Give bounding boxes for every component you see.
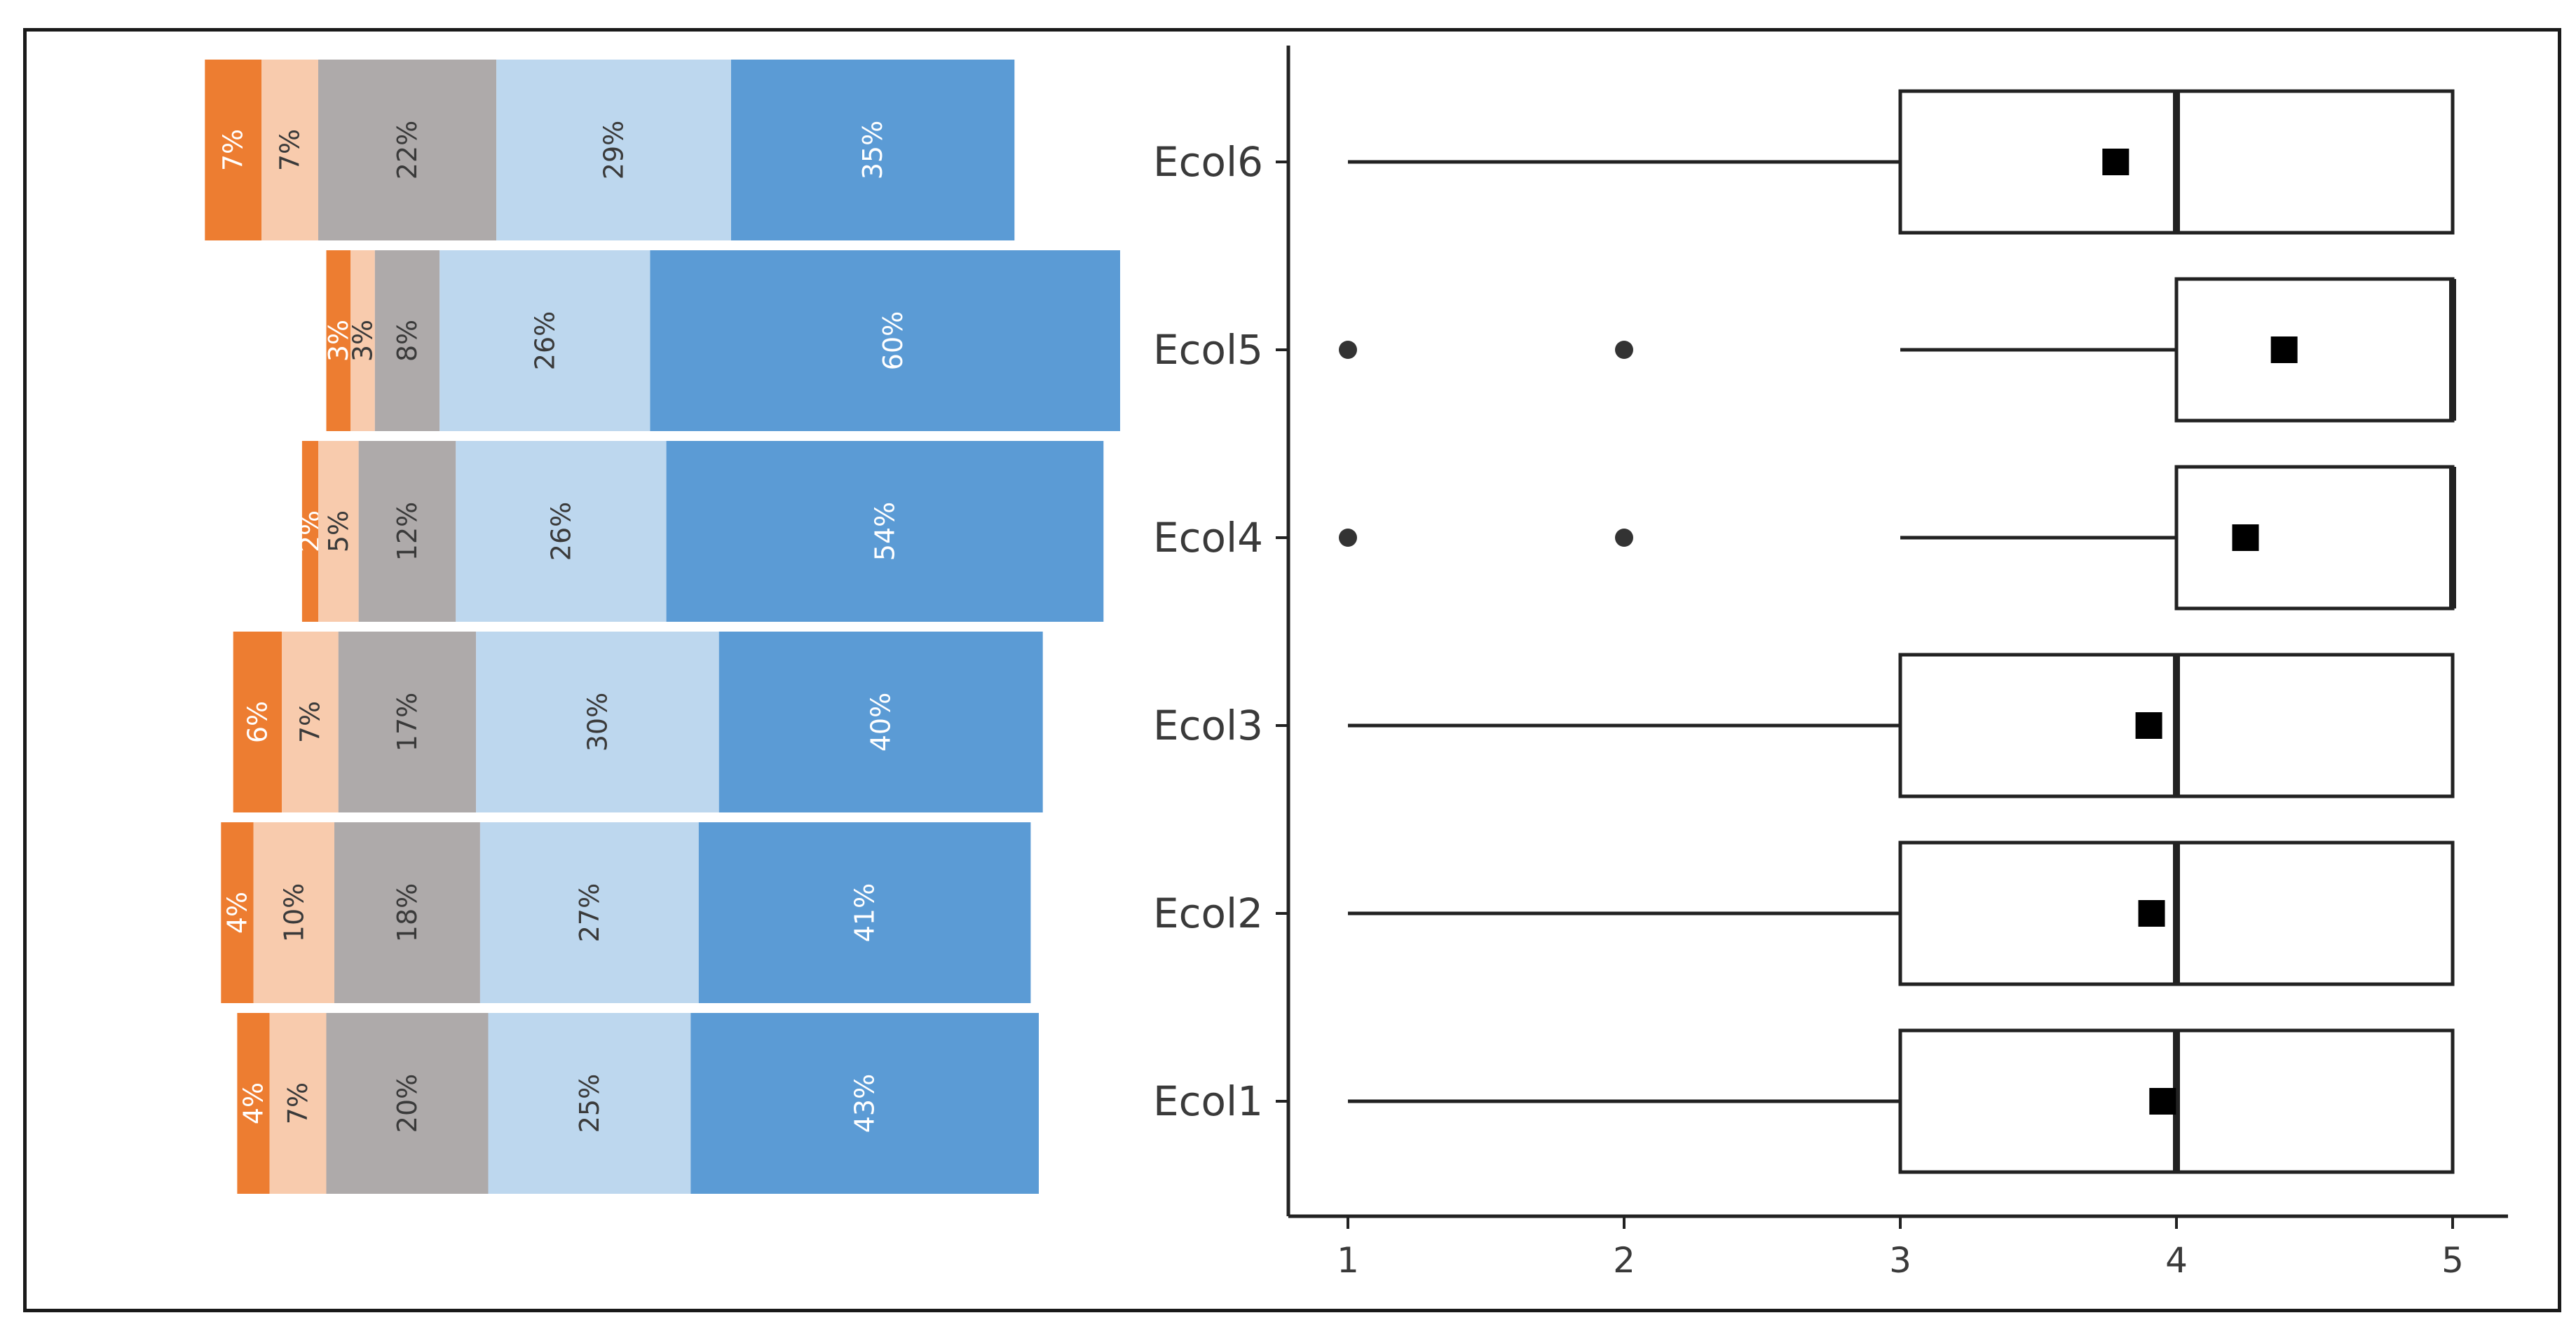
bar-data-label: 7%: [294, 701, 325, 743]
bar-data-label: 54%: [870, 502, 901, 561]
bar-data-label: 27%: [574, 883, 605, 942]
likert-stacked-bar-chart: 7%7%22%29%35%3%3%8%26%60%2%5%12%26%54%6%…: [205, 60, 1120, 1194]
bar-segment: [496, 60, 732, 240]
bar-segment: [350, 250, 375, 431]
bar-row-ecol4: 2%5%12%26%54%: [294, 441, 1104, 622]
mean-marker: [2138, 900, 2165, 927]
box-ecol3: Ecol3: [1153, 653, 2455, 798]
bar-data-label: 26%: [546, 502, 577, 561]
bar-segment: [698, 822, 1031, 1003]
bar-data-label: 5%: [323, 510, 354, 552]
bar-segment: [358, 441, 456, 622]
y-tick-label: Ecol6: [1153, 138, 1263, 186]
bar-data-label: 7%: [282, 1082, 313, 1124]
bar-data-label: 4%: [222, 892, 252, 934]
bar-segment: [269, 1013, 327, 1194]
bar-data-label: 17%: [392, 693, 423, 751]
bar-segment: [690, 1013, 1039, 1194]
bar-segment: [338, 632, 477, 812]
bar-row-ecol6: 7% 7% 22% 29% 35%: [205, 60, 1015, 240]
bar-segment: [261, 60, 318, 240]
x-tick-label: 3: [1889, 1240, 1911, 1281]
bar-data-label: 6%: [242, 701, 273, 743]
bar-row-ecol2: 4% 10% 18% 27% 41%: [221, 822, 1031, 1003]
box-ecol2: Ecol2: [1153, 840, 2455, 986]
bar-row-ecol5: 3%3% 8% 26% 60%: [323, 250, 1120, 431]
bar-segment: [456, 441, 667, 622]
bar-segment: [282, 632, 339, 812]
bar-segment: [233, 632, 282, 812]
bar-segment: [666, 441, 1104, 622]
bar-data-label: 10%: [278, 883, 309, 942]
y-tick-label: Ecol5: [1153, 326, 1263, 374]
bar-data-label: 22%: [392, 121, 423, 179]
y-tick-label: Ecol4: [1153, 514, 1263, 561]
bar-data-label: 4%: [238, 1082, 269, 1124]
outlier-point: [1339, 341, 1357, 359]
bar-segment: [374, 250, 440, 431]
bar-data-label: 3%: [348, 320, 379, 362]
bar-segment: [205, 60, 262, 240]
bar-segment: [650, 250, 1120, 431]
bar-row-ecol3: 6% 7% 17% 30% 40%: [233, 632, 1043, 812]
x-tick-label: 2: [1613, 1240, 1635, 1281]
bar-segment: [334, 822, 480, 1003]
outlier-point: [1339, 529, 1357, 547]
bar-data-label: 43%: [850, 1074, 880, 1133]
box-ecol1: Ecol1: [1153, 1028, 2455, 1174]
x-tick-label: 1: [1337, 1240, 1359, 1281]
mean-marker: [2270, 336, 2298, 363]
bar-data-label: 12%: [392, 502, 423, 561]
box-ecol5: Ecol5: [1153, 277, 2456, 423]
bar-segment: [476, 632, 719, 812]
bar-segment: [718, 632, 1043, 812]
x-tick-label: 5: [2441, 1240, 2464, 1281]
bar-segment: [253, 822, 334, 1003]
bar-segment: [318, 441, 359, 622]
box-ecol6: Ecol6: [1153, 89, 2455, 235]
bar-row-ecol1: 4% 7% 20% 25% 43%: [237, 1013, 1039, 1194]
y-tick-label: Ecol3: [1153, 702, 1263, 749]
bar-segment: [479, 822, 699, 1003]
y-tick-label: Ecol2: [1153, 890, 1263, 937]
mean-marker: [2232, 524, 2259, 551]
bar-segment: [318, 60, 497, 240]
bar-data-label: 60%: [878, 311, 908, 370]
outlier-point: [1615, 341, 1633, 359]
bar-segment: [301, 441, 318, 622]
bar-data-label: 18%: [392, 883, 423, 942]
bar-segment: [221, 822, 254, 1003]
mean-marker: [2135, 712, 2162, 739]
figure-frame: 7%7%22%29%35%3%3%8%26%60%2%5%12%26%54%6%…: [23, 28, 2561, 1312]
bar-segment: [326, 250, 351, 431]
bar-data-label: 41%: [850, 883, 880, 942]
iqr-box: [2174, 277, 2455, 423]
mean-marker: [2102, 149, 2129, 175]
bar-data-label: 29%: [599, 121, 629, 179]
bar-data-label: 20%: [392, 1074, 423, 1133]
bar-segment: [731, 60, 1015, 240]
bar-data-label: 35%: [857, 121, 888, 179]
bar-data-label: 25%: [574, 1074, 605, 1133]
bar-data-label: 26%: [529, 311, 560, 370]
bar-data-label: 8%: [392, 320, 423, 362]
x-tick-label: 4: [2165, 1240, 2188, 1281]
y-tick-label: Ecol1: [1153, 1077, 1263, 1125]
bar-segment: [237, 1013, 270, 1194]
bar-segment: [488, 1013, 691, 1194]
mean-marker: [2149, 1088, 2176, 1115]
bar-segment: [439, 250, 650, 431]
box-ecol4: Ecol4: [1153, 465, 2456, 611]
bar-data-label: 7%: [218, 129, 249, 171]
outlier-point: [1615, 529, 1633, 547]
bar-segment: [326, 1013, 489, 1194]
bar-data-label: 40%: [866, 693, 897, 751]
bar-data-label: 30%: [582, 693, 613, 751]
bar-data-label: 3%: [323, 320, 354, 362]
bar-data-label: 7%: [275, 129, 306, 171]
iqr-box: [2174, 465, 2455, 611]
